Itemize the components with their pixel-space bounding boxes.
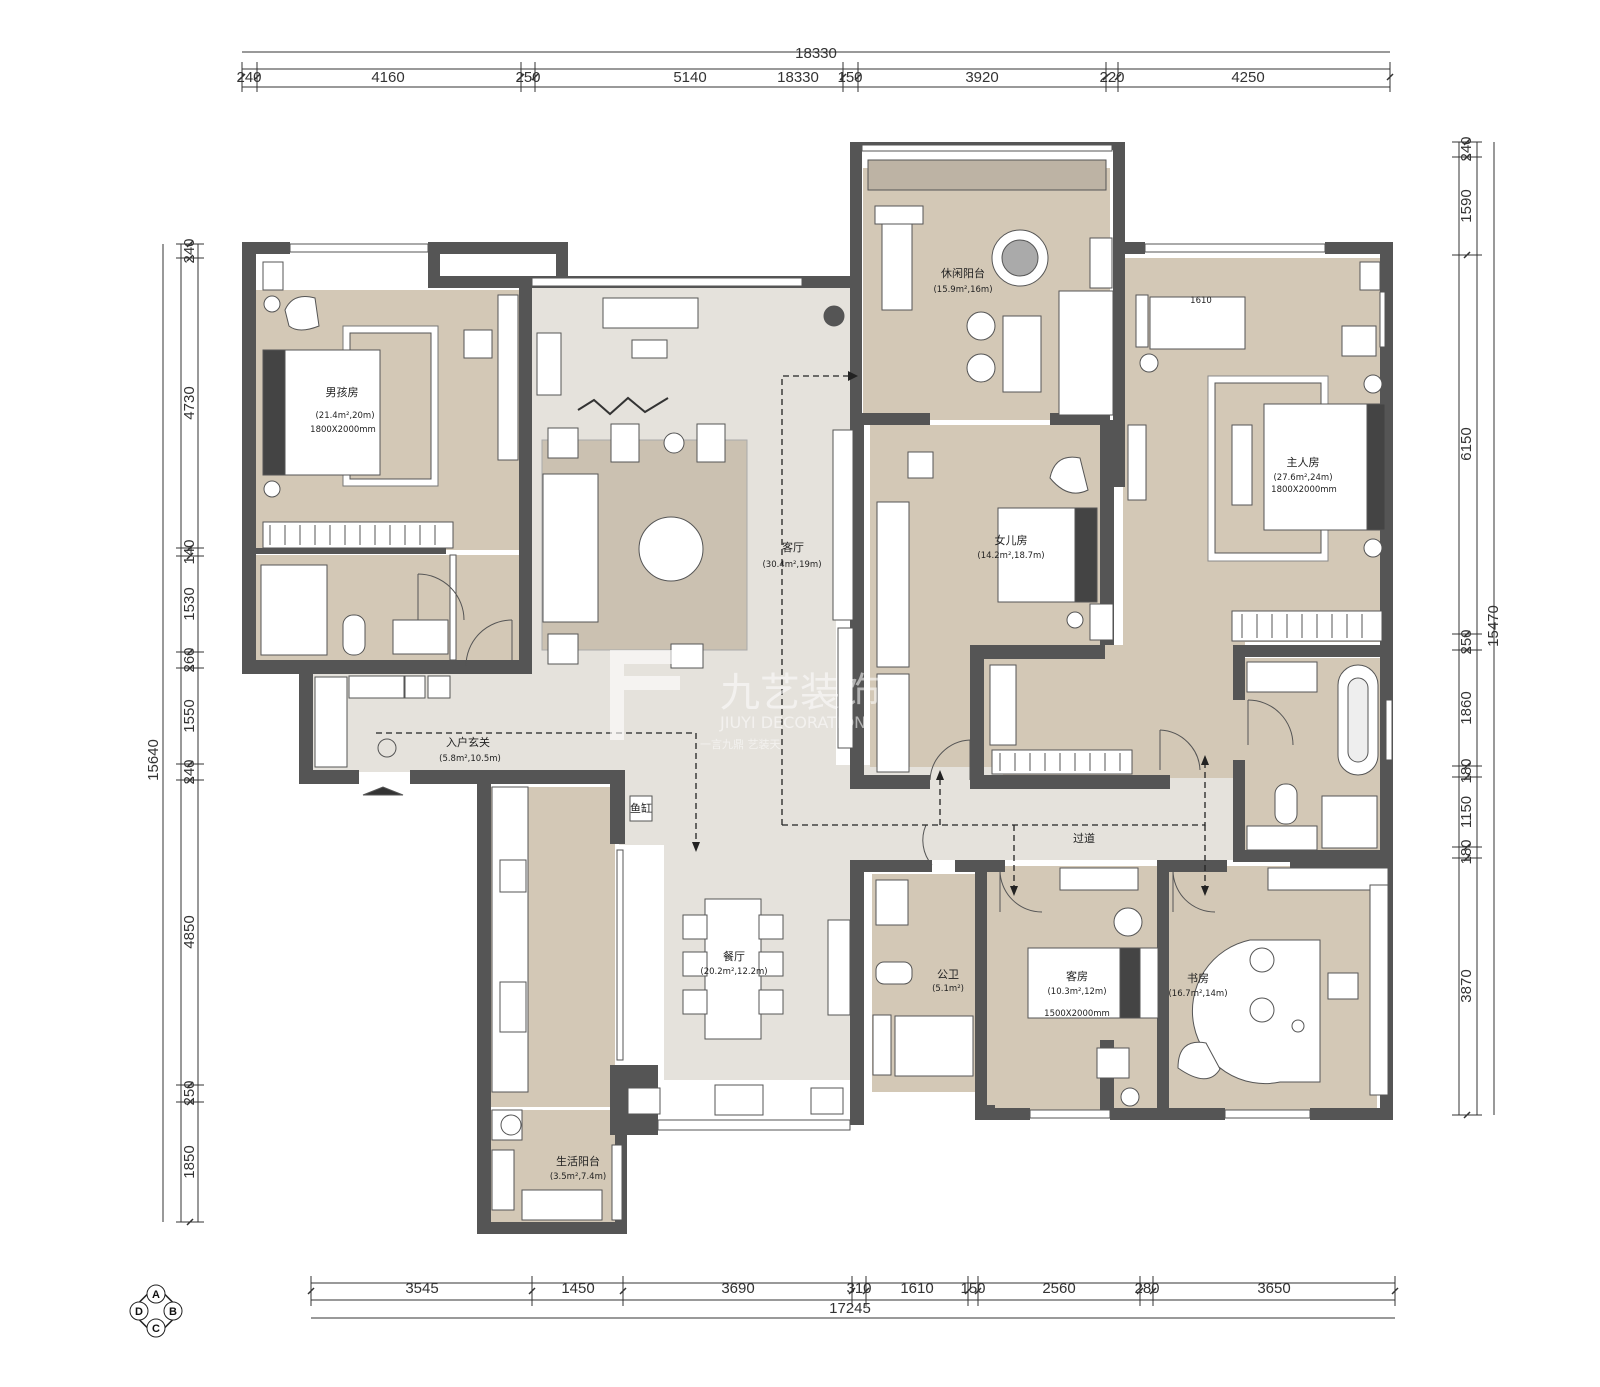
right-dim-label: 180 — [1458, 758, 1475, 783]
left-dim-label: 140 — [181, 539, 198, 564]
fish-tank-label: 鱼缸 — [630, 801, 652, 815]
top-dim-label: 150 — [837, 69, 862, 86]
public-bathroom-area: (5.1m²) — [932, 984, 964, 994]
boy-room-bed-size: 1800X2000mm — [310, 425, 376, 435]
watermark-slogan: 一言九鼎 艺装天 — [700, 738, 781, 751]
leisure-balcony-area: (15.9m²,16m) — [933, 285, 992, 295]
left-dim-label: 240 — [181, 759, 198, 784]
right-dimension-labels: 240 1590 6150 250 1860 180 1150 180 3870 — [1458, 136, 1475, 1002]
bottom-dim-label: 310 — [846, 1280, 871, 1297]
study-room-area: (16.7m²,14m) — [1168, 989, 1227, 999]
left-dim-label: 1850 — [181, 1145, 198, 1178]
bottom-dimensions — [307, 1276, 1399, 1319]
watermark-latin: JIUYI DECORATION — [719, 713, 866, 732]
left-dim-label: 260 — [181, 647, 198, 672]
watermark-logo: 九艺装饰 JIUYI DECORATION 一言九鼎 艺装天 — [610, 650, 880, 751]
right-dim-label: 250 — [1458, 629, 1475, 654]
right-dim-label: 180 — [1458, 839, 1475, 864]
watermark-brand: 九艺装饰 — [720, 670, 880, 716]
right-dimensions — [1452, 138, 1495, 1119]
top-dim-label: 220 — [1099, 69, 1124, 86]
boy-room-area: (21.4m²,20m) — [315, 411, 374, 421]
right-dim-label: 3870 — [1458, 969, 1475, 1002]
service-balcony-name: 生活阳台 — [556, 1154, 600, 1168]
bottom-dim-label: 150 — [960, 1280, 985, 1297]
bottom-dim-label: 3650 — [1257, 1280, 1290, 1297]
left-dim-label: 4850 — [181, 915, 198, 948]
living-room-name: 客厅 — [782, 540, 804, 554]
top-dim-label: 240 — [236, 69, 261, 86]
study-room-name: 书房 — [1187, 972, 1209, 985]
bottom-total-dimension: 17245 — [829, 1300, 871, 1317]
left-dim-label: 4730 — [181, 386, 198, 419]
right-dim-label: 240 — [1458, 136, 1475, 161]
daughter-room-name: 女儿房 — [995, 533, 1028, 547]
guest-room-name: 客房 — [1066, 969, 1088, 983]
circulation-path — [376, 375, 1206, 890]
bottom-dim-label: 3690 — [721, 1280, 754, 1297]
daughter-room-area: (14.2m²,18.7m) — [977, 551, 1044, 561]
boy-room-name: 男孩房 — [326, 386, 359, 399]
right-dim-label: 6150 — [1458, 427, 1475, 460]
top-dim-label: 4250 — [1231, 69, 1264, 86]
top-dim-label: 18330 — [777, 69, 819, 86]
corridor-name: 过道 — [1073, 831, 1095, 845]
furniture — [260, 159, 1389, 1221]
compass-b: B — [169, 1306, 177, 1318]
top-dimension-labels: 240 4160 250 5140 18330 150 3920 220 4250 — [236, 69, 1264, 86]
circulation-arrowheads — [692, 371, 1209, 896]
right-total-dimension: 15470 — [1485, 605, 1502, 647]
master-room-bed-size: 1800X2000mm — [1271, 485, 1337, 495]
right-dim-label: 1150 — [1458, 796, 1475, 828]
left-dim-label: 240 — [181, 238, 198, 263]
master-room-area: (27.6m²,24m) — [1273, 473, 1332, 483]
left-dimensions — [162, 240, 204, 1226]
master-sofa-label: 1610 — [1190, 296, 1212, 306]
entry-hall-area: (5.8m²,10.5m) — [439, 754, 501, 764]
guest-room-area: (10.3m²,12m) — [1047, 987, 1106, 997]
master-room-name: 主人房 — [1287, 456, 1320, 469]
compass-a: A — [152, 1289, 160, 1301]
top-dimensions — [238, 51, 1394, 92]
bottom-dim-label: 2560 — [1042, 1280, 1075, 1297]
compass-c: C — [152, 1323, 160, 1335]
left-dim-label: 1550 — [181, 699, 198, 732]
public-bathroom-name: 公卫 — [937, 968, 959, 981]
compass-d: D — [135, 1306, 143, 1318]
dining-room-area: (20.2m²,12.2m) — [700, 967, 767, 977]
top-dim-label: 3920 — [965, 69, 998, 86]
left-dimension-labels: 240 4730 140 1530 260 1550 240 4850 250 1850 — [181, 238, 198, 1178]
guest-room-bed-size: 1500X2000mm — [1044, 1009, 1110, 1019]
top-total-dimension: 18330 — [795, 45, 837, 62]
bottom-dim-label: 280 — [1134, 1280, 1159, 1297]
bottom-dim-label: 3545 — [405, 1280, 438, 1297]
doors — [417, 573, 1294, 913]
top-dim-label: 250 — [515, 69, 540, 86]
bottom-dim-label: 1610 — [900, 1280, 933, 1297]
compass: A B C D — [129, 1284, 183, 1338]
service-balcony-area: (3.5m²,7.4m) — [550, 1172, 606, 1182]
room-labels: 男孩房 (21.4m²,20m) 1800X2000mm 客厅 (30.4m²,… — [310, 266, 1337, 1182]
top-dim-label: 5140 — [673, 69, 706, 86]
left-dim-label: 250 — [181, 1080, 198, 1105]
dining-room-name: 餐厅 — [723, 949, 745, 963]
windows — [289, 144, 1393, 1221]
right-dim-label: 1860 — [1458, 691, 1475, 724]
bottom-dim-label: 1450 — [561, 1280, 594, 1297]
left-dim-label: 1530 — [181, 587, 198, 620]
right-dim-label: 1590 — [1458, 189, 1475, 222]
left-total-dimension: 15640 — [145, 739, 162, 781]
living-room-area: (30.4m²,19m) — [762, 560, 821, 570]
entry-hall-name: 入户玄关 — [446, 735, 490, 749]
bottom-dimension-labels: 3545 1450 3690 310 1610 150 2560 280 3650 — [405, 1280, 1290, 1297]
leisure-balcony-name: 休闲阳台 — [941, 266, 985, 280]
top-dim-label: 4160 — [371, 69, 404, 86]
